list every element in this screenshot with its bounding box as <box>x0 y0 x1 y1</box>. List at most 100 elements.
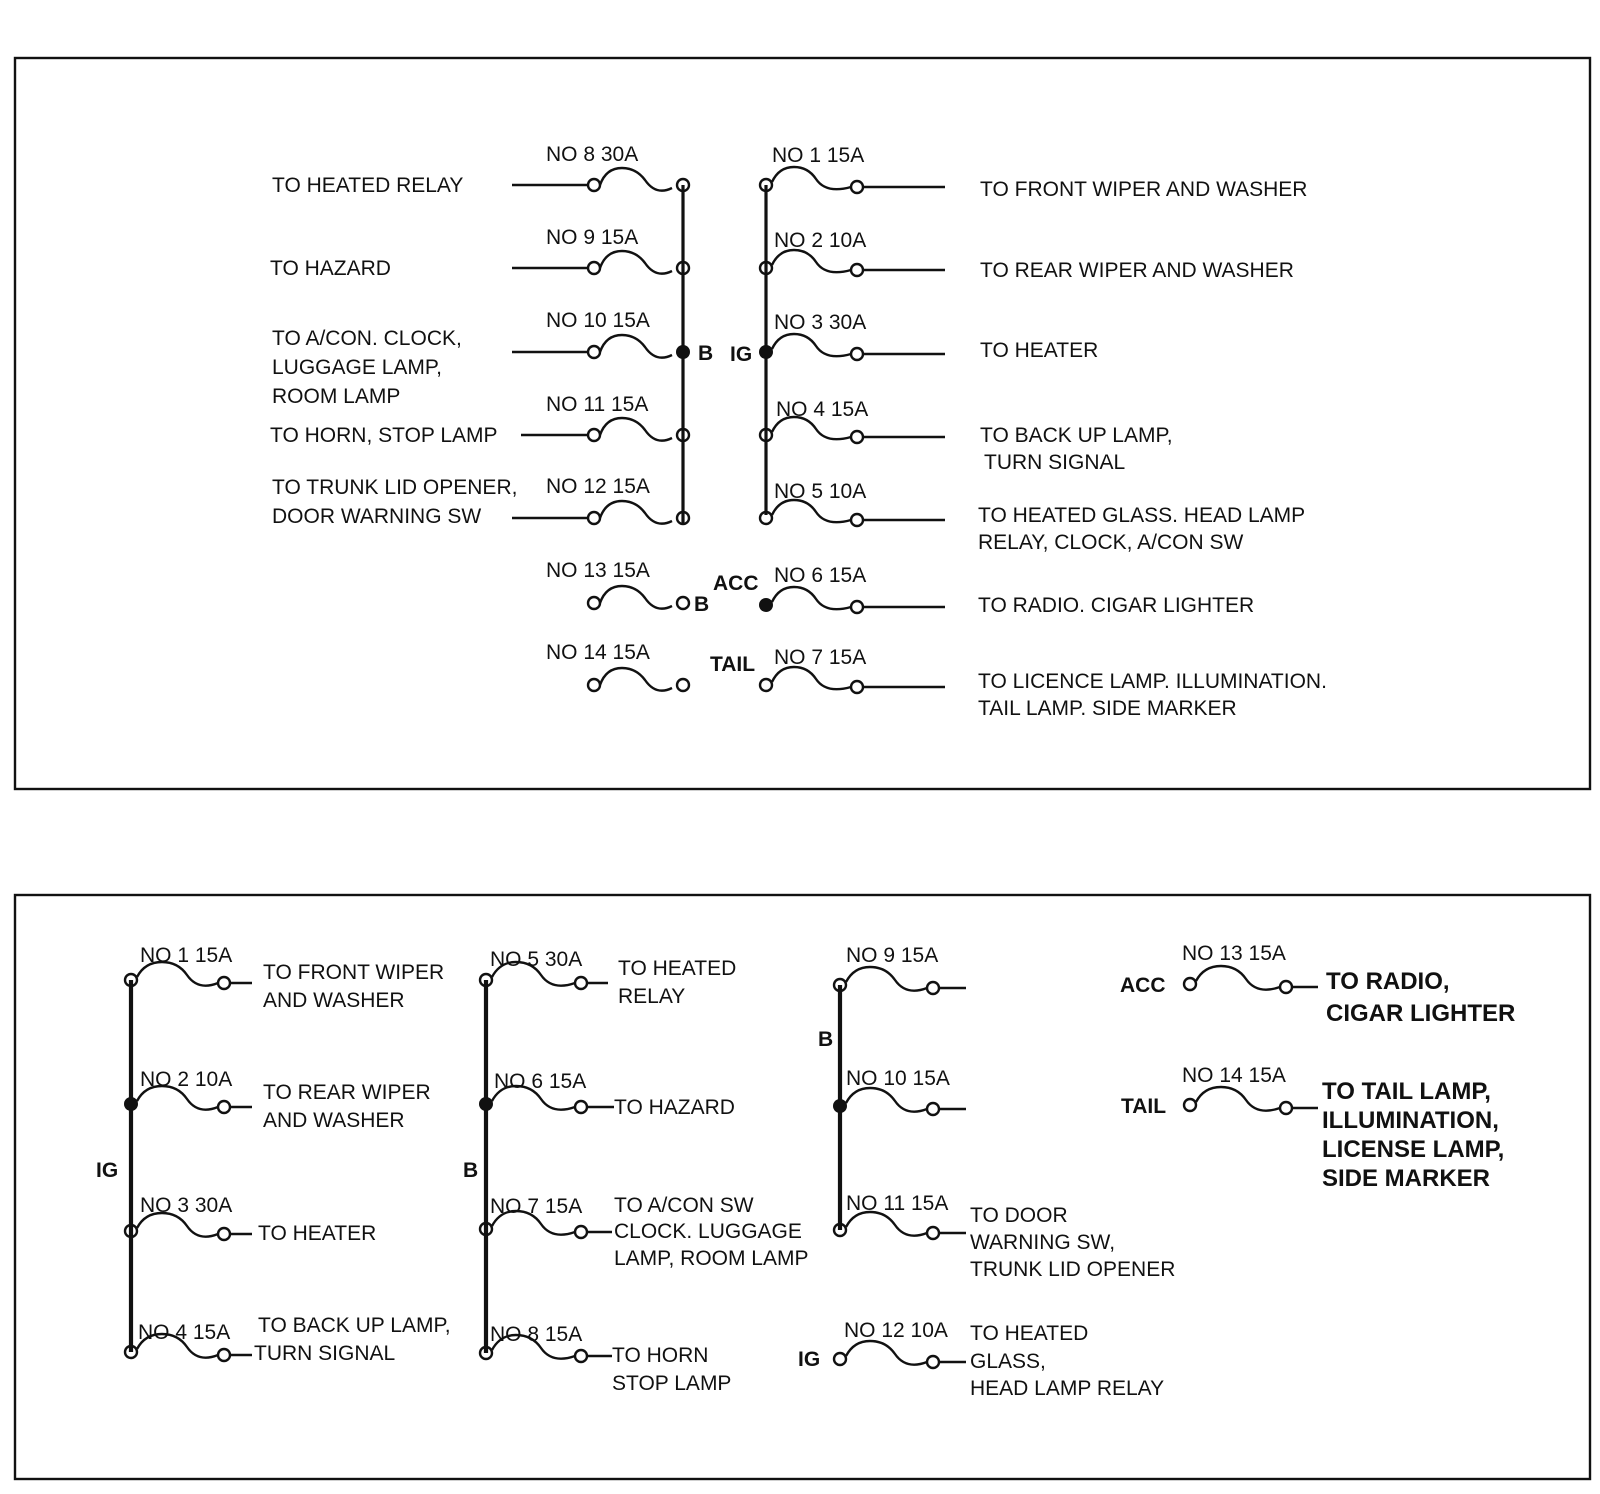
top-fuse-panel: NO 8 30A TO HEATED RELAY NO 9 15A TO HAZ… <box>13 56 1592 791</box>
fuse-no1: NO 1 15A TO FRONT WIPER AND WASHER <box>758 144 1307 201</box>
dest-heated-glass: TO HEATED GLASS. HEAD LAMP <box>978 504 1305 527</box>
bfuse-no8: NO 8 15A TO HORN STOP LAMP <box>478 1323 731 1395</box>
bus-b13-label: B <box>694 593 709 616</box>
dest-back-up-lamp: TO BACK UP LAMP, <box>980 424 1173 447</box>
bdest-head-lamp-relay: HEAD LAMP RELAY <box>970 1377 1164 1400</box>
bfuse-label-no4: NO 4 15A <box>138 1321 230 1344</box>
fuse-label-no9: NO 9 15A <box>546 226 638 249</box>
bdest-heater: TO HEATER <box>258 1222 376 1245</box>
bdest-hazard: TO HAZARD <box>614 1096 735 1119</box>
bbus-acc-label: ACC <box>1120 974 1166 997</box>
fuse-label-no12: NO 12 15A <box>546 475 650 498</box>
bdest-trunk-lid-opener: TRUNK LID OPENER <box>970 1258 1175 1281</box>
bfuse-label-no3: NO 3 30A <box>140 1194 232 1217</box>
bfuse-no12: NO 12 10A IG TO HEATED GLASS, HEAD LAMP … <box>798 1319 1164 1400</box>
bdest-tail-lamp: TO TAIL LAMP, <box>1322 1078 1491 1105</box>
fuse-no2: NO 2 10A TO REAR WIPER AND WASHER <box>758 229 1294 282</box>
bdest-license-lamp: LICENSE LAMP, <box>1322 1136 1504 1163</box>
bus-ig1-label: IG <box>96 1159 118 1182</box>
fuse-no3: NO 3 30A IG TO HEATER <box>730 311 1098 366</box>
bfuse-no6: NO 6 15A TO HAZARD <box>479 1070 735 1119</box>
dest-licence-lamp: TO LICENCE LAMP. ILLUMINATION. <box>978 670 1327 693</box>
bfuse-no2: NO 2 10A TO REAR WIPER AND WASHER <box>124 1068 431 1132</box>
bus-b-junction <box>676 345 690 359</box>
bdest-door: TO DOOR <box>970 1204 1068 1227</box>
bus-acc-label: ACC <box>713 572 759 595</box>
bdest-heated: TO HEATED <box>970 1322 1088 1345</box>
dest-heated-relay: TO HEATED RELAY <box>272 174 463 197</box>
bfuse-label-no7: NO 7 15A <box>490 1195 582 1218</box>
bfuse-no4: NO 4 15A TO BACK UP LAMP, TURN SIGNAL <box>123 1314 451 1365</box>
fuse-label-no7: NO 7 15A <box>774 646 866 669</box>
fuse-no7: NO 7 15A TAIL TO LICENCE LAMP. ILLUMINAT… <box>710 646 1327 720</box>
bdest-front-washer: AND WASHER <box>263 989 405 1012</box>
bdest-heated: TO HEATED <box>618 957 736 980</box>
bottom-fuse-panel: IG NO 1 15A TO FRONT WIPER AND WASHER NO… <box>13 893 1592 1481</box>
dest-rear-wiper: TO REAR WIPER AND WASHER <box>980 259 1294 282</box>
bdest-horn: TO HORN <box>612 1344 708 1367</box>
dest-door-warning-sw: DOOR WARNING SW <box>272 505 481 528</box>
bdest-side-marker: SIDE MARKER <box>1322 1165 1490 1192</box>
bfuse-no3: NO 3 30A TO HEATER <box>123 1194 376 1245</box>
bdest-acon-sw: TO A/CON SW <box>614 1194 754 1217</box>
bus-b-label: B <box>698 342 713 365</box>
bfuse-label-no10: NO 10 15A <box>846 1067 950 1090</box>
bus-b2-junction <box>833 1099 847 1113</box>
fuse-label-no10: NO 10 15A <box>546 309 650 332</box>
fuse-no4: NO 4 15A TO BACK UP LAMP, TURN SIGNAL <box>758 398 1173 474</box>
dest-room-lamp: ROOM LAMP <box>272 385 400 408</box>
dest-acon-clock: TO A/CON. CLOCK, <box>272 327 462 350</box>
bfuse-label-no1: NO 1 15A <box>140 944 232 967</box>
dest-radio-cigar: TO RADIO. CIGAR LIGHTER <box>978 594 1254 617</box>
dest-heater: TO HEATER <box>980 339 1098 362</box>
fuse-no6: NO 6 15A ACC TO RADIO. CIGAR LIGHTER <box>713 564 1254 617</box>
bus-ig1-junction <box>124 1097 138 1111</box>
fuse-label-no2: NO 2 10A <box>774 229 866 252</box>
bfuse-label-no5: NO 5 30A <box>490 948 582 971</box>
bdest-front-wiper: TO FRONT WIPER <box>263 961 444 984</box>
fuse-label-no13: NO 13 15A <box>546 559 650 582</box>
bfuse-no14: NO 14 15A TAIL TO TAIL LAMP, ILLUMINATIO… <box>1121 1064 1504 1192</box>
fuse-no14: NO 14 15A <box>546 641 691 693</box>
top-panel-frame <box>13 56 1592 791</box>
dest-turn-signal: TURN SIGNAL <box>984 451 1125 474</box>
bfuse-label-no13: NO 13 15A <box>1182 942 1286 965</box>
bus-b1-junction <box>479 1097 493 1111</box>
fuse-no10: NO 10 15A TO A/CON. CLOCK, LUGGAGE LAMP,… <box>272 309 713 408</box>
bdest-glass: GLASS, <box>970 1350 1046 1373</box>
bfuse-label-no6: NO 6 15A <box>494 1070 586 1093</box>
dest-luggage-lamp: LUGGAGE LAMP, <box>272 356 442 379</box>
bdest-cigar-lighter: CIGAR LIGHTER <box>1326 1000 1515 1027</box>
bfuse-label-no2: NO 2 10A <box>140 1068 232 1091</box>
fuse-label-no6: NO 6 15A <box>774 564 866 587</box>
fuse-no11: NO 11 15A TO HORN, STOP LAMP <box>270 393 691 447</box>
fuse-label-no8: NO 8 30A <box>546 143 638 166</box>
dest-trunk-lid-opener: TO TRUNK LID OPENER, <box>272 476 517 499</box>
bdest-rear-wiper: TO REAR WIPER <box>263 1081 431 1104</box>
bfuse-label-no12: NO 12 10A <box>844 1319 948 1342</box>
bus-ig-junction <box>759 345 773 359</box>
bdest-warning-sw: WARNING SW, <box>970 1231 1115 1254</box>
bdest-clock-luggage: CLOCK. LUGGAGE <box>614 1220 802 1243</box>
fuse-no8: NO 8 30A TO HEATED RELAY <box>272 143 691 197</box>
bdest-rear-washer: AND WASHER <box>263 1109 405 1132</box>
bfuse-no1: NO 1 15A TO FRONT WIPER AND WASHER <box>123 944 444 1012</box>
bdest-back-up-lamp: TO BACK UP LAMP, <box>258 1314 451 1337</box>
fuse-label-no4: NO 4 15A <box>776 398 868 421</box>
bfuse-no13: NO 13 15A ACC TO RADIO, CIGAR LIGHTER <box>1120 942 1515 1027</box>
bdest-illumination: ILLUMINATION, <box>1322 1107 1499 1134</box>
bfuse-label-no9: NO 9 15A <box>846 944 938 967</box>
bus-b1-label: B <box>463 1159 478 1182</box>
fuse-label-no5: NO 5 10A <box>774 480 866 503</box>
bottom-panel-frame <box>13 893 1592 1481</box>
dest-relay-clock-acon: RELAY, CLOCK, A/CON SW <box>978 531 1243 554</box>
bus-acc-junction <box>759 598 773 612</box>
fuse-no13: NO 13 15A B <box>546 559 709 616</box>
bdest-relay: RELAY <box>618 985 685 1008</box>
bfuse-label-no11: NO 11 15A <box>846 1192 948 1215</box>
bfuse-label-no8: NO 8 15A <box>490 1323 582 1346</box>
bfuse-label-no14: NO 14 15A <box>1182 1064 1286 1087</box>
fuse-no12: NO 12 15A TO TRUNK LID OPENER, DOOR WARN… <box>272 475 691 528</box>
bfuse-no7: NO 7 15A TO A/CON SW CLOCK. LUGGAGE LAMP… <box>478 1194 809 1270</box>
bfuse-no10: NO 10 15A <box>833 1067 966 1117</box>
